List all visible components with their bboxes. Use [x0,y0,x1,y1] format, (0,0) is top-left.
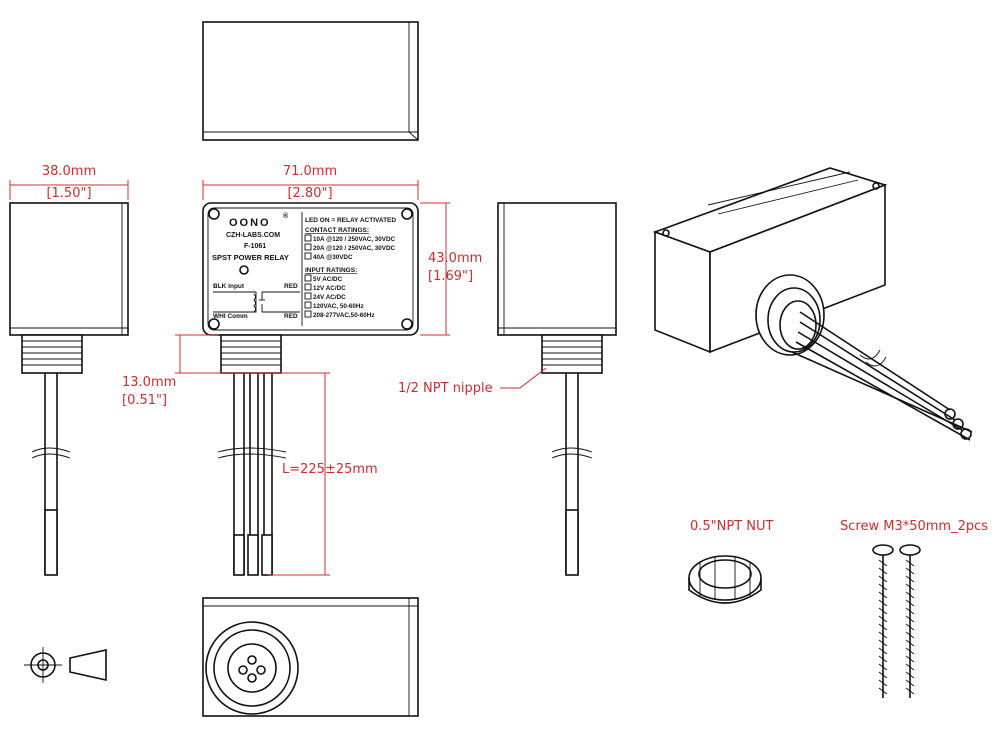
contact-item: 20A @120 / 250VAC, 30VDC [313,245,396,252]
bottom-view [202,597,419,717]
left-side-view [9,202,129,576]
top-view [202,21,419,141]
whi-comm-text: WHI Comm [213,313,248,320]
model-text: F-1061 [244,243,266,250]
red-text-top: RED [284,283,298,290]
registered-mark: ® [283,212,289,220]
projection-symbol [24,647,107,683]
led-indicator [239,265,249,275]
callout-nut: 0.5"NPT NUT [690,519,774,534]
product-label: OONO ® CZH-LABS.COM F-1061 SPST POWER RE… [212,212,396,326]
dim-nipple-in: [0.51"] [122,393,167,408]
input-item: 24V AC/DC [313,294,346,301]
dim-wire-length: L=225±25mm [282,462,378,477]
contact-list: 10A @120 / 250VAC, 30VDC 20A @120 / 250V… [304,234,396,261]
callout-nipple: 1/2 NPT nipple [398,381,493,396]
contact-item: 10A @120 / 250VAC, 30VDC [313,236,396,243]
blk-input-text: BLK Input [213,283,245,290]
input-item: 5V AC/DC [313,276,343,283]
isometric-view [652,167,973,441]
brand-logo: OONO [229,217,271,229]
front-view [202,202,419,576]
dim-nipple-mm: 13.0mm [122,375,176,390]
contact-item: 40A @30VDC [313,254,353,261]
callout-screw: Screw M3*50mm_2pcs [840,519,988,534]
input-item: 208-277VAC,50-60Hz [313,312,375,319]
screws [872,544,921,698]
dim-height-in: [1.69"] [428,269,473,284]
product-text: SPST POWER RELAY [212,253,289,262]
led-note: LED ON = RELAY ACTIVATED [305,217,396,224]
red-text-bottom: RED [284,313,298,320]
npt-nut [688,555,762,604]
dim-width-left-in: [1.50"] [46,186,91,201]
contact-title: CONTACT RATINGS: [305,227,369,234]
input-title: INPUT RATINGS: [305,267,357,274]
input-list: 5V AC/DC 12V AC/DC 24V AC/DC 120VAC, 50-… [304,274,375,319]
dim-width-left-mm: 38.0mm [42,164,96,179]
dim-width-front-mm: 71.0mm [283,164,337,179]
relay-schematic [213,291,300,313]
dim-width-front-in: [2.80"] [287,186,332,201]
dim-height-mm: 43.0mm [428,251,482,266]
input-item: 12V AC/DC [313,285,346,292]
dimension-lines [9,180,547,576]
right-side-view [497,202,617,576]
site-text: CZH-LABS.COM [226,232,280,239]
input-item: 120VAC, 50-60Hz [313,303,364,310]
